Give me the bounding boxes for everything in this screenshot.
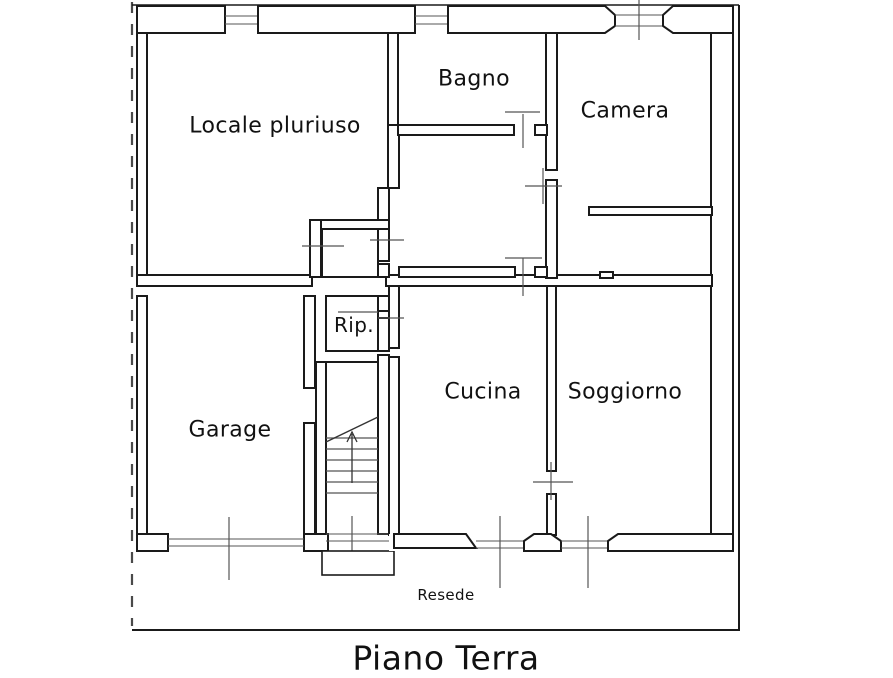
- vestibule-closet-walls: [322, 229, 389, 277]
- camera-interior-wall: [589, 207, 712, 278]
- room-label-cucina: Cucina: [444, 380, 521, 405]
- room-label-bagno: Bagno: [438, 67, 510, 92]
- room-label-soggiorno: Soggiorno: [568, 380, 683, 405]
- cucina-left-wall: [389, 286, 399, 535]
- stair-up-arrow-icon: [347, 432, 357, 483]
- room-label-camera: Camera: [581, 99, 670, 124]
- bottom-exterior-wall: [389, 534, 733, 551]
- room-label-ripostiglio: Rip.: [334, 313, 374, 337]
- interior-door-axis-marks: [302, 112, 562, 318]
- room-label-garage: Garage: [189, 418, 272, 443]
- right-exterior-wall: [711, 33, 733, 534]
- room-label-locale-pluriuso: Locale pluriuso: [189, 114, 361, 139]
- top-exterior-wall: [137, 6, 733, 33]
- entrance-porch: [322, 534, 394, 575]
- room-label-resede: Resede: [417, 586, 474, 604]
- page-title: Piano Terra: [352, 639, 539, 678]
